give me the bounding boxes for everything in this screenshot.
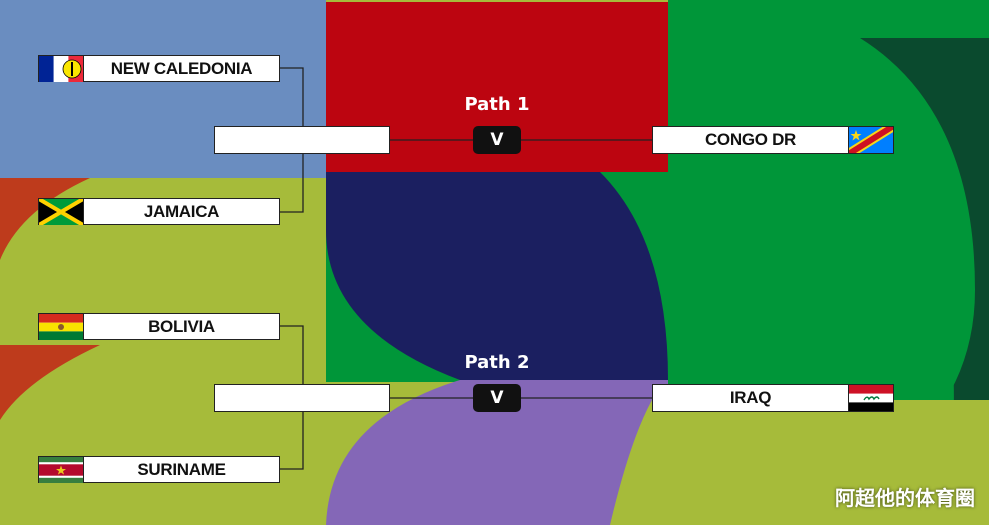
- path-1-winner-slot: [214, 126, 390, 154]
- congo-dr-flag-icon: [848, 127, 893, 153]
- team-name: CONGO DR: [704, 130, 797, 149]
- bolivia-flag-icon: [39, 313, 84, 340]
- watermark-text: 阿超他的体育圈: [835, 486, 975, 510]
- team-slot-bolivia: BOLIVIA: [38, 313, 280, 340]
- suriname-flag-icon: [39, 456, 84, 483]
- team-name: SURINAME: [137, 459, 226, 479]
- team-slot-jamaica: JAMAICA: [38, 198, 280, 225]
- path-1-vs-badge: V: [473, 126, 521, 154]
- team-slot-new-caledonia: NEW CALEDONIA: [38, 55, 280, 82]
- team-slot-iraq: IRAQ: [652, 384, 894, 412]
- path-2-label: Path 2: [464, 352, 530, 373]
- team-name: IRAQ: [729, 388, 772, 407]
- team-name: JAMAICA: [143, 201, 220, 221]
- team-slot-suriname: SURINAME: [38, 456, 280, 483]
- iraq-flag-icon: [848, 385, 893, 411]
- path-1-label: Path 1: [464, 94, 530, 115]
- path-2-winner-slot: [214, 384, 390, 412]
- path-2-vs-badge: V: [473, 384, 521, 412]
- team-slot-congo-dr: CONGO DR: [652, 126, 894, 154]
- team-name: NEW CALEDONIA: [110, 58, 253, 78]
- jamaica-flag-icon: [39, 198, 84, 225]
- team-name: BOLIVIA: [148, 316, 215, 336]
- new-caledonia-flag-icon: [39, 55, 84, 82]
